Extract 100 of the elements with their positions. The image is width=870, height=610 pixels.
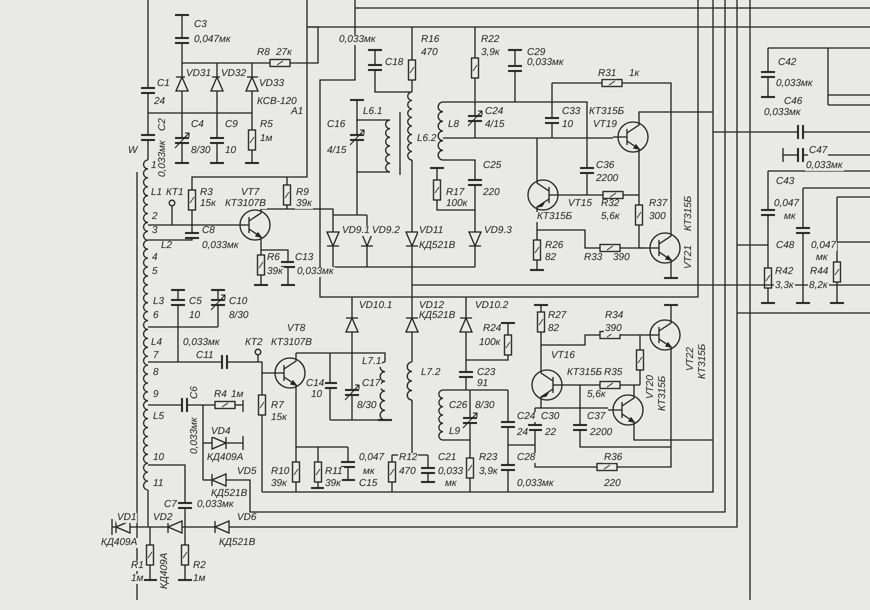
component-designator: VT15	[567, 199, 593, 209]
component-designator: R16	[420, 35, 440, 45]
component-designator: C37	[586, 412, 606, 422]
component-value: 10	[224, 146, 238, 156]
component-designator: C18	[384, 58, 404, 68]
component-designator: R36	[603, 453, 624, 463]
terminal-number: 5	[151, 267, 159, 277]
component-designator: VD33	[258, 79, 286, 89]
component-value: 0,033мк	[190, 416, 200, 455]
component-designator: R35	[603, 368, 624, 378]
component-value: 0,047мк	[193, 35, 232, 45]
component-value: 39к	[270, 479, 288, 489]
component-designator: R23	[478, 453, 498, 463]
component-designator: R31	[597, 69, 618, 79]
component-designator: R33	[583, 253, 604, 263]
component-designator: VD1	[116, 513, 138, 523]
component-value: 24	[153, 97, 166, 107]
component-designator: VD10.2	[474, 301, 510, 311]
component-value: КТ315Б	[658, 374, 668, 412]
component-designator: C33	[561, 107, 582, 117]
component-value: 0,033мк	[158, 139, 168, 178]
component-value: 3,9к	[478, 467, 499, 477]
component-value: 1к	[628, 69, 640, 79]
component-designator: R7	[270, 401, 285, 411]
component-designator: VD2	[152, 513, 174, 523]
component-designator: R42	[774, 267, 794, 277]
component-designator: R32	[600, 199, 620, 209]
component-designator: L2	[160, 241, 174, 251]
component-designator: C13	[294, 253, 314, 263]
component-designator: C28	[516, 453, 536, 463]
component-designator: C17	[361, 379, 382, 389]
component-value: мк	[783, 212, 797, 222]
component-designator: C10	[228, 297, 248, 307]
component-designator: VT20	[646, 374, 656, 400]
component-value: 39к	[266, 267, 284, 277]
component-designator: А1	[290, 107, 304, 117]
component-designator: L8	[447, 120, 460, 130]
component-value: 8/30	[228, 311, 250, 321]
component-designator: R22	[480, 35, 500, 45]
component-designator: R1	[130, 561, 145, 571]
component-designator: VD10.1	[358, 301, 394, 311]
component-designator: VD9.2	[371, 226, 401, 236]
component-value: 8/30	[356, 401, 378, 411]
component-designator: C1	[156, 79, 171, 89]
component-value: 24	[516, 428, 530, 438]
component-value: 0,047	[773, 199, 800, 209]
component-designator: L1	[150, 188, 164, 198]
component-value: 0,047	[810, 241, 838, 251]
component-value: 220	[482, 188, 501, 198]
component-value: КТ315Б	[566, 368, 604, 378]
component-value: 4/15	[326, 146, 348, 156]
terminal-number: 8	[152, 368, 160, 378]
component-value: мк	[815, 253, 829, 263]
component-value: 15к	[270, 413, 288, 423]
component-designator: L6.1	[362, 107, 384, 117]
component-designator: C6	[190, 385, 200, 400]
component-designator: VD9.3	[483, 226, 513, 236]
component-designator: C30	[540, 412, 560, 422]
terminal-number: 9	[152, 390, 160, 400]
component-value: мк	[362, 467, 376, 477]
component-value: 27к	[275, 48, 293, 58]
component-designator: C15	[358, 479, 378, 489]
component-value: 10	[188, 311, 202, 321]
terminal-number: 3	[151, 226, 159, 236]
component-value: КТ315Б	[698, 342, 708, 380]
component-designator: C23	[476, 368, 496, 378]
component-designator: L4	[150, 338, 164, 348]
component-value: КД409А	[160, 552, 170, 590]
component-designator: L6.2	[416, 134, 438, 144]
component-value: 1м	[230, 390, 244, 400]
component-designator: C25	[482, 161, 502, 171]
component-designator: R9	[295, 188, 310, 198]
component-designator: R34	[604, 311, 624, 321]
component-designator: C2	[158, 117, 168, 132]
component-value: 0,033мк	[201, 241, 240, 251]
component-designator: W	[127, 146, 138, 156]
component-designator: VT21	[684, 244, 694, 270]
component-value: 100к	[478, 338, 502, 348]
component-designator: C48	[775, 241, 796, 251]
terminal-number: 1	[150, 161, 158, 171]
component-value: 39к	[324, 479, 342, 489]
component-value: КД521В	[418, 241, 456, 251]
component-designator: L7.2	[420, 368, 442, 378]
component-designator: КТ1	[165, 188, 185, 198]
component-designator: VD11	[418, 226, 444, 236]
component-value: КД409А	[206, 453, 244, 463]
component-designator: VD5	[236, 467, 258, 477]
component-value: 470	[398, 467, 417, 477]
component-designator: VD31	[185, 69, 212, 79]
component-designator: R2	[192, 561, 207, 571]
component-value: 8,2к	[808, 281, 829, 291]
component-value: 8/30	[474, 401, 496, 411]
component-designator: R37	[648, 199, 668, 209]
component-designator: C21	[437, 453, 458, 463]
component-designator: R6	[266, 253, 281, 263]
component-designator: R5	[259, 120, 274, 130]
component-designator: R44	[809, 267, 830, 277]
component-designator: R4	[213, 390, 228, 400]
component-designator: C5	[188, 297, 203, 307]
component-value: 0,033мк	[516, 479, 555, 489]
